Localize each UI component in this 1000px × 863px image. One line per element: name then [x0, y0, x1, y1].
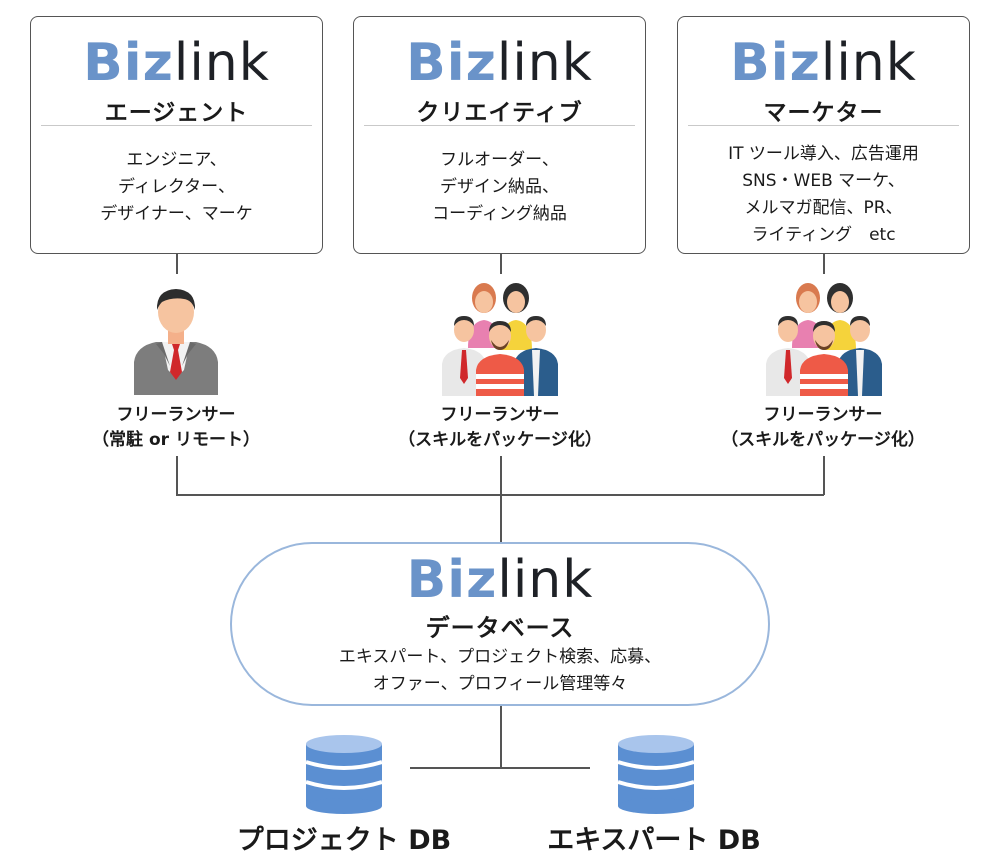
logo-biz: Biz — [406, 550, 498, 610]
card-description: IT ツール導入、広告運用 SNS・WEB マーケ、 メルマガ配信、PR、 ライ… — [678, 141, 969, 249]
card-description: エンジニア、 ディレクター、 デザイナー、マーケ — [31, 147, 322, 228]
logo-link: link — [820, 33, 917, 93]
freelancer-label-line1: フリーランサー — [763, 405, 883, 425]
database-pill: Bizlink データベース エキスパート、プロジェクト検索、応募、 オファー、… — [230, 542, 770, 706]
database-description: エキスパート、プロジェクト検索、応募、 オファー、プロフィール管理等々 — [232, 644, 768, 698]
logo-biz: Biz — [83, 33, 174, 93]
logo-link: link — [173, 33, 270, 93]
connector-card3-down — [823, 254, 825, 274]
bizlink-logo: Bizlink — [678, 37, 969, 89]
card-line: コーディング納品 — [432, 204, 567, 224]
logo-link: link — [497, 550, 594, 610]
database-icon — [305, 735, 383, 814]
database-line: オファー、プロフィール管理等々 — [372, 674, 628, 694]
logo-biz: Biz — [406, 33, 497, 93]
logo-link: link — [496, 33, 593, 93]
project-db-label: プロジェクト DB — [236, 825, 452, 856]
bizlink-logo: Bizlink — [354, 37, 645, 89]
freelancer-label-line2: （スキルをパッケージ化） — [398, 430, 602, 450]
card-line: デザイン納品、 — [440, 177, 559, 197]
database-line: エキスパート、プロジェクト検索、応募、 — [338, 647, 662, 667]
card-line: メルマガ配信、PR、 — [744, 198, 903, 218]
card-line: エンジニア、 — [126, 150, 227, 170]
card-line: フルオーダー、 — [440, 150, 559, 170]
service-card-agent: Bizlink エージェント エンジニア、 ディレクター、 デザイナー、マーケ — [30, 16, 323, 254]
card-line: デザイナー、マーケ — [100, 204, 253, 224]
card-subtitle: マーケター — [763, 100, 884, 126]
connector-db-horizontal — [410, 767, 590, 769]
connector-horizontal-top — [176, 494, 824, 496]
bizlink-logo: Bizlink — [31, 37, 322, 89]
connector-person3-down — [823, 456, 825, 495]
card-description: フルオーダー、 デザイン納品、 コーディング納品 — [354, 147, 645, 228]
card-line: ディレクター、 — [118, 177, 235, 197]
freelancer-label-line2: （常駐 or リモート） — [92, 430, 260, 450]
bizlink-logo: Bizlink — [232, 554, 768, 606]
expert-db-label: エキスパート DB — [547, 825, 761, 856]
divider — [364, 125, 635, 126]
service-card-creative: Bizlink クリエイティブ フルオーダー、 デザイン納品、 コーディング納品 — [353, 16, 646, 254]
businessman-icon — [134, 289, 218, 395]
connector-card2-down — [500, 254, 502, 274]
logo-biz: Biz — [730, 33, 821, 93]
card-line: ライティング etc — [751, 225, 896, 245]
freelancer-label-line1: フリーランサー — [440, 405, 560, 425]
card-line: SNS・WEB マーケ、 — [742, 171, 905, 191]
divider — [688, 125, 959, 126]
card-line: IT ツール導入、広告運用 — [728, 144, 919, 164]
freelancer-label: フリーランサー （常駐 or リモート） — [46, 403, 306, 453]
connector-db-vertical — [500, 706, 502, 768]
team-icon — [766, 283, 882, 396]
connector-person2-down — [500, 456, 502, 542]
service-card-marketer: Bizlink マーケター IT ツール導入、広告運用 SNS・WEB マーケ、… — [677, 16, 970, 254]
freelancer-label: フリーランサー （スキルをパッケージ化） — [370, 403, 630, 453]
card-subtitle: クリエイティブ — [416, 100, 583, 126]
database-title: データベース — [425, 614, 575, 642]
divider — [41, 125, 312, 126]
database-icon — [617, 735, 695, 814]
freelancer-label-line1: フリーランサー — [116, 405, 236, 425]
connector-card1-down — [176, 254, 178, 274]
freelancer-label: フリーランサー （スキルをパッケージ化） — [693, 403, 953, 453]
freelancer-label-line2: （スキルをパッケージ化） — [721, 430, 925, 450]
card-subtitle: エージェント — [104, 100, 249, 126]
connector-person1-down — [176, 456, 178, 495]
team-icon — [442, 283, 558, 396]
